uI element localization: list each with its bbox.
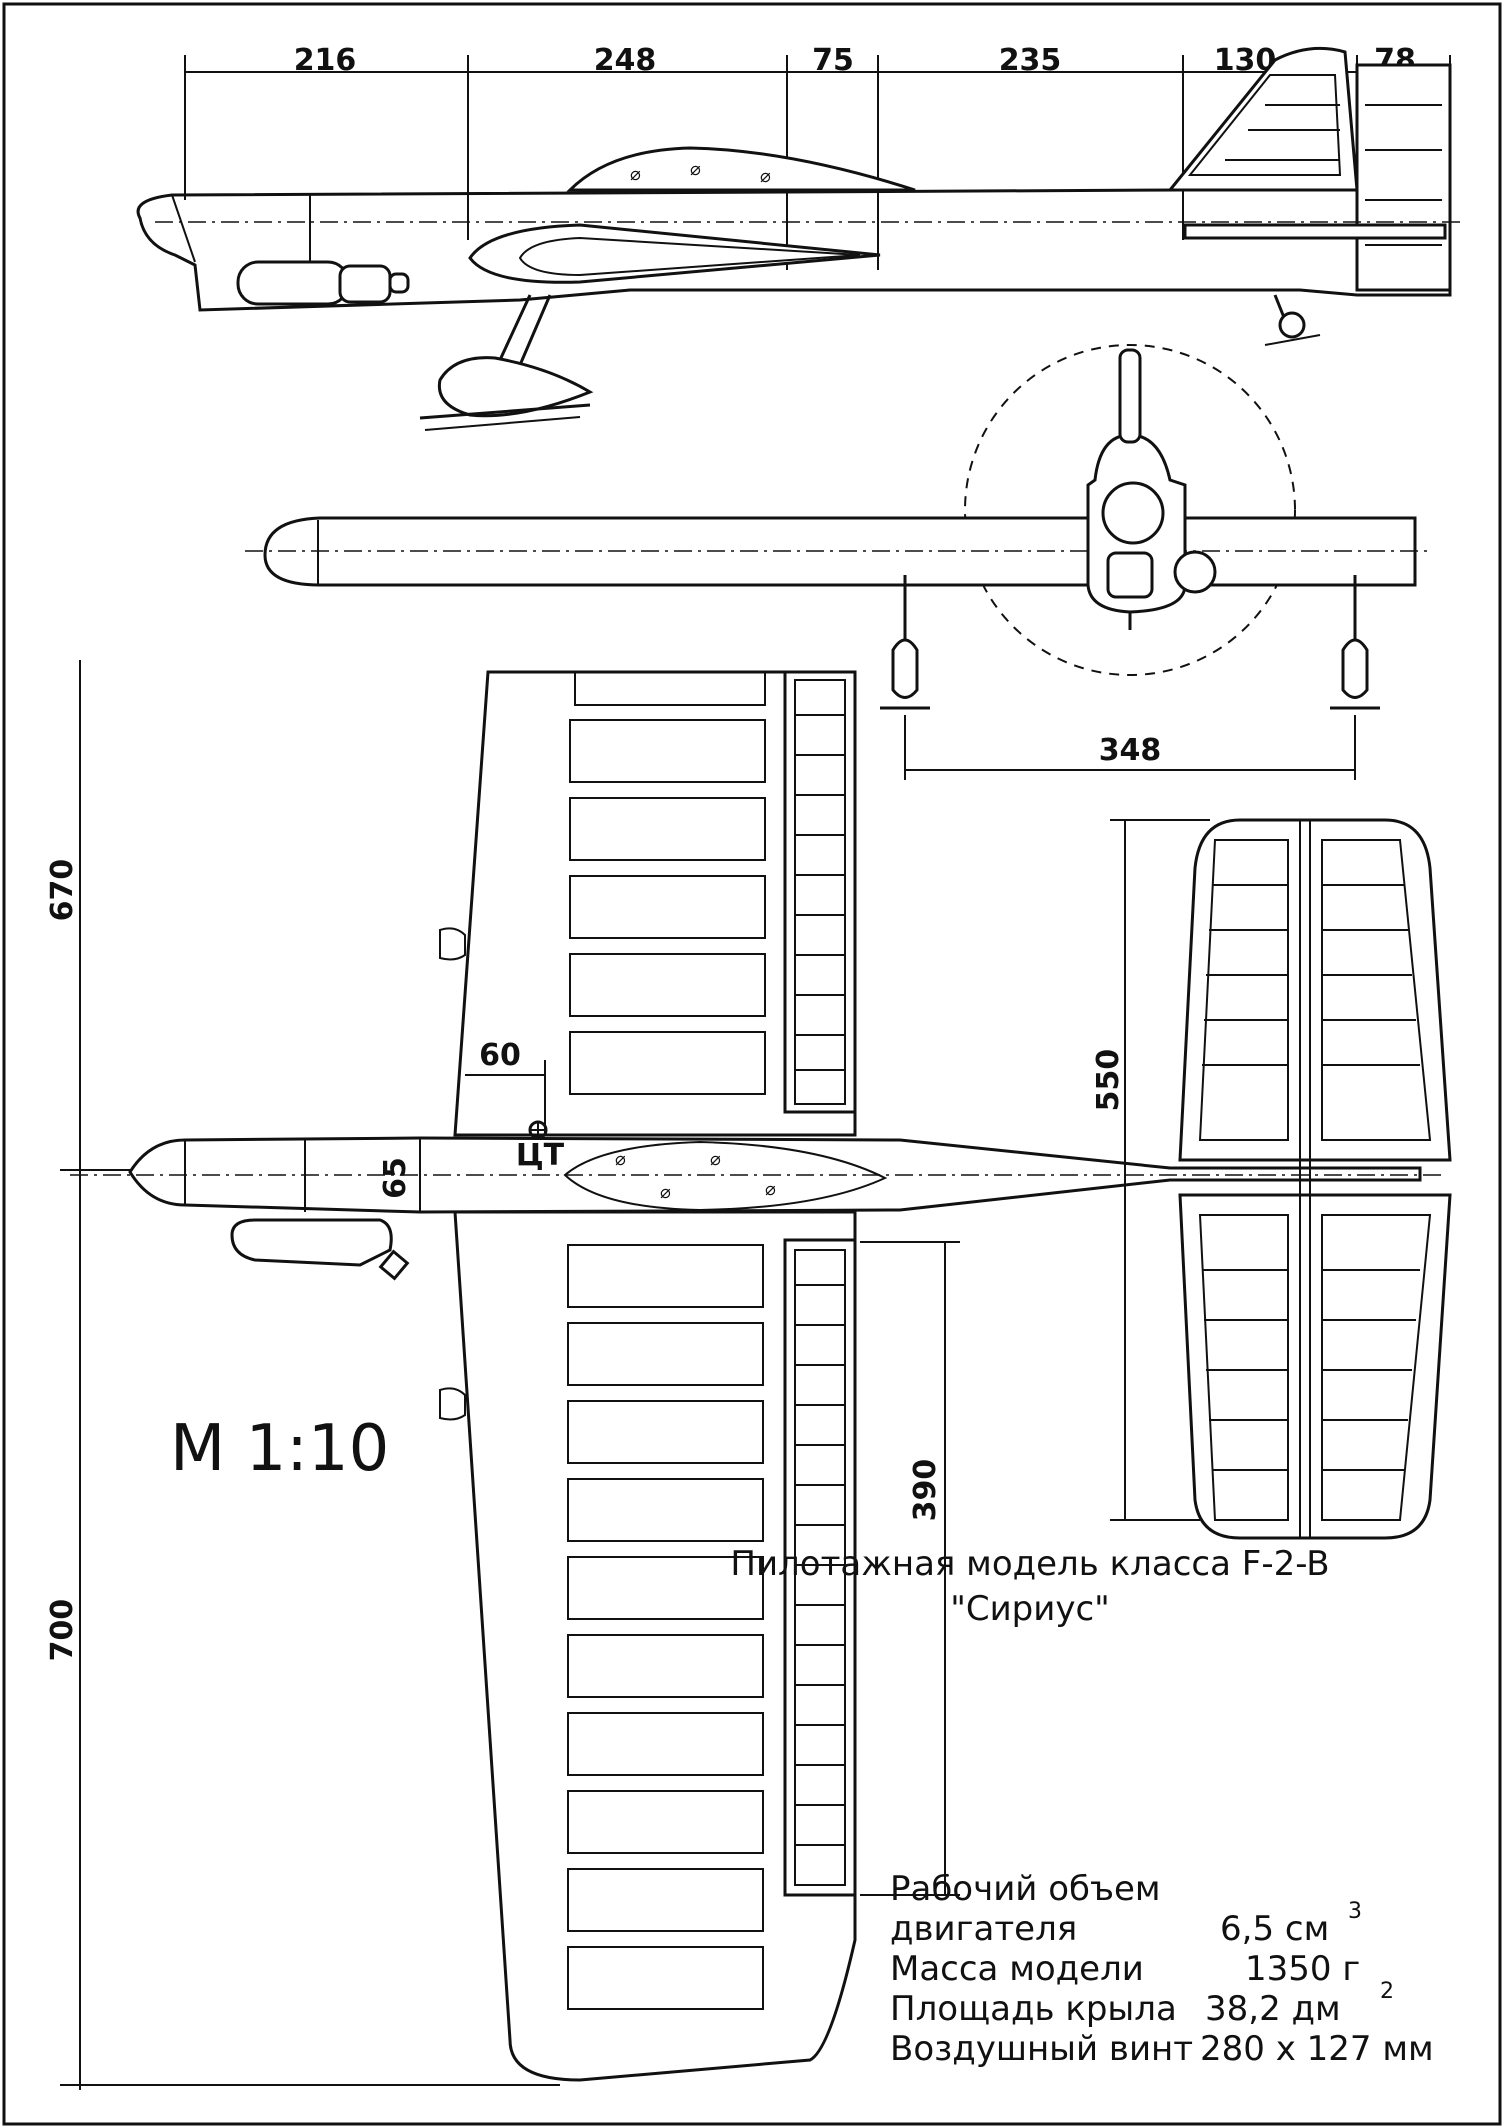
- svg-text:⌀: ⌀: [690, 159, 701, 180]
- stabilizer-ribs: [1198, 839, 1432, 1521]
- top-view: 670 700 60: [45, 660, 1452, 2090]
- spec-value-3: 38,2 дм: [1205, 1989, 1341, 2029]
- spec-value-4: 280 x 127 мм: [1200, 2029, 1434, 2069]
- svg-text:⌀: ⌀: [710, 1149, 721, 1170]
- lower-aileron-ribs: [794, 1249, 846, 1886]
- spec-value-2: 1350 г: [1245, 1949, 1360, 1989]
- svg-text:⌀: ⌀: [630, 164, 641, 185]
- spec-label-4: Воздушный винт: [890, 2029, 1193, 2069]
- svg-text:⌀: ⌀: [760, 166, 771, 187]
- dim-half-span-lower: 700: [45, 1599, 80, 1662]
- svg-text:⌀: ⌀: [660, 1182, 671, 1203]
- front-view: 348: [245, 344, 1430, 780]
- dim-canopy: 75: [812, 43, 854, 78]
- spec-table: Рабочий объем двигателя 6,5 см 3 Масса м…: [890, 1869, 1434, 2069]
- side-view: 216 248 75 235 130 78 ⌀ ⌀ ⌀: [136, 43, 1460, 431]
- dim-half-span-upper: 670: [45, 859, 80, 922]
- spec-sup-1: 3: [1348, 1899, 1362, 1924]
- dim-wheel-track: 348: [1099, 733, 1162, 768]
- model-name: "Сириус": [950, 1589, 1110, 1629]
- dim-tail-boom: 235: [999, 43, 1062, 78]
- svg-text:⌀: ⌀: [615, 1149, 626, 1170]
- model-title: Пилотажная модель класса F-2-B: [730, 1544, 1329, 1584]
- dim-nose: 216: [294, 43, 357, 78]
- scale-label: М 1:10: [170, 1412, 389, 1486]
- dim-nose-to-canopy: 248: [594, 43, 657, 78]
- spec-label-0: Рабочий объем: [890, 1869, 1161, 1909]
- dim-stab-span: 550: [1091, 1049, 1126, 1112]
- spec-label-2: Масса модели: [890, 1949, 1144, 1989]
- upper-aileron-ribs: [794, 679, 846, 1105]
- dim-flap-length: 390: [908, 1459, 943, 1522]
- svg-text:⌀: ⌀: [765, 1179, 776, 1200]
- spec-label-3: Площадь крыла: [890, 1989, 1177, 2029]
- spec-sup-3: 2: [1380, 1979, 1394, 2004]
- dim-fuselage-width: 65: [378, 1157, 413, 1199]
- dim-cg-offset: 60: [479, 1038, 521, 1073]
- cg-label: ЦТ: [516, 1138, 565, 1173]
- spec-value-1: 6,5 см: [1220, 1909, 1329, 1949]
- spec-label-1: двигателя: [890, 1909, 1077, 1949]
